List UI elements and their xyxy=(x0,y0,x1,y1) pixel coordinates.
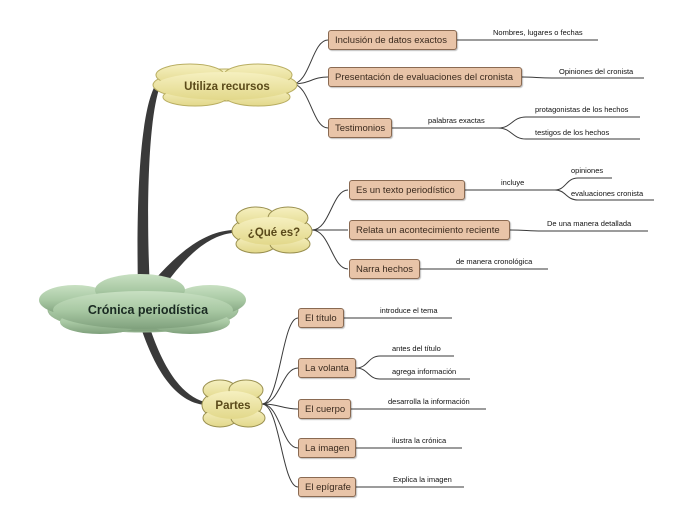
branch-partes xyxy=(140,322,205,405)
leaf-manera-detallada: De una manera detallada xyxy=(547,219,632,228)
root-label: Crónica periodística xyxy=(87,303,209,317)
leaf-ilustra-cronica: ilustra la crónica xyxy=(392,436,447,445)
leaf-evaluaciones-cronista: evaluaciones cronista xyxy=(571,189,644,198)
leaf-protagonistas: protagonistas de los hechos xyxy=(535,105,629,114)
cloud-recursos xyxy=(152,63,298,107)
node-el-titulo[interactable]: El título xyxy=(298,308,344,328)
leaf-opiniones: opiniones xyxy=(571,166,604,175)
branch-recursos xyxy=(137,84,160,290)
node-el-cuerpo[interactable]: El cuerpo xyxy=(298,399,351,419)
connector-incluye: incluye xyxy=(501,178,525,187)
leaf-agrega-informacion: agrega información xyxy=(392,367,457,376)
leaf-antes-titulo: antes del título xyxy=(392,344,441,353)
branch-label-que-es: ¿Qué es? xyxy=(247,227,301,239)
node-texto-periodistico[interactable]: Es un texto periodístico xyxy=(349,180,465,200)
node-testimonios[interactable]: Testimonios xyxy=(328,118,392,138)
node-presentacion-evaluaciones[interactable]: Presentación de evaluaciones del cronist… xyxy=(328,67,522,87)
leaf-testigos: testigos de los hechos xyxy=(535,128,610,137)
leaf-nombres-lugares: Nombres, lugares o fechas xyxy=(493,28,583,37)
leaf-introduce-tema: introduce el tema xyxy=(380,306,438,315)
node-inclusion-datos[interactable]: Inclusión de datos exactos xyxy=(328,30,457,50)
node-relata-acontecimiento[interactable]: Relata un acontecimiento reciente xyxy=(349,220,510,240)
cloud-que-es xyxy=(231,206,313,254)
node-la-volanta[interactable]: La volanta xyxy=(298,358,356,378)
node-la-imagen[interactable]: La imagen xyxy=(298,438,356,458)
leaf-manera-cronologica: de manera cronológica xyxy=(456,257,533,266)
branch-label-partes: Partes xyxy=(215,400,251,412)
leaf-explica-imagen: Explica la imagen xyxy=(393,475,452,484)
root-cloud xyxy=(39,274,246,334)
leaf-desarrolla-informacion: desarrolla la información xyxy=(388,397,470,406)
node-narra-hechos[interactable]: Narra hechos xyxy=(349,259,420,279)
leaf-opiniones-cronista: Opiniones del cronista xyxy=(559,67,634,76)
branch-label-recursos: Utiliza recursos xyxy=(184,81,270,93)
connector-palabras-exactas: palabras exactas xyxy=(428,116,485,125)
cloud-partes xyxy=(201,379,266,428)
node-el-epigrafe[interactable]: El epígrafe xyxy=(298,477,356,497)
branch-que-es xyxy=(150,230,232,292)
